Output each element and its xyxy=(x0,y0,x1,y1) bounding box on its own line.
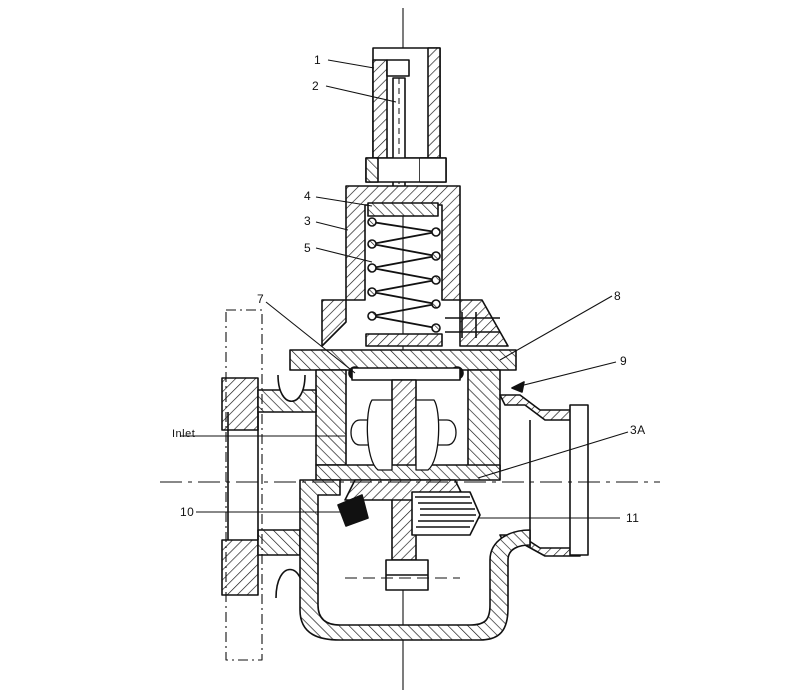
seat-seal xyxy=(337,494,369,527)
label-3: 3 xyxy=(304,214,312,228)
spring xyxy=(367,217,441,333)
diaphragm-flange xyxy=(289,349,517,371)
valve-disc xyxy=(411,491,481,536)
label-10: 10 xyxy=(180,505,195,519)
side-plug xyxy=(445,312,500,338)
phantom-outline xyxy=(225,309,263,661)
guide-bosses xyxy=(350,399,457,471)
label-2: 2 xyxy=(312,79,320,93)
label-9: 9 xyxy=(620,354,628,368)
label-7: 7 xyxy=(257,292,265,306)
label-8: 8 xyxy=(614,289,622,303)
leader-lines xyxy=(180,59,629,519)
label-inlet: Inlet xyxy=(172,428,196,440)
arrow-head-9 xyxy=(511,381,525,393)
bonnet xyxy=(321,185,509,347)
spring-plate xyxy=(367,202,439,217)
label-1: 1 xyxy=(314,53,322,67)
label-3a: 3A xyxy=(630,423,646,437)
label-5: 5 xyxy=(304,241,312,255)
label-11: 11 xyxy=(626,511,640,525)
diaphragm-plate xyxy=(351,367,461,381)
lower-spring-seat xyxy=(365,333,443,347)
lower-body xyxy=(299,479,531,641)
lock-nut xyxy=(365,157,447,183)
upper-body xyxy=(315,369,501,481)
adjusting-cap xyxy=(372,47,441,159)
label-4: 4 xyxy=(304,189,312,203)
